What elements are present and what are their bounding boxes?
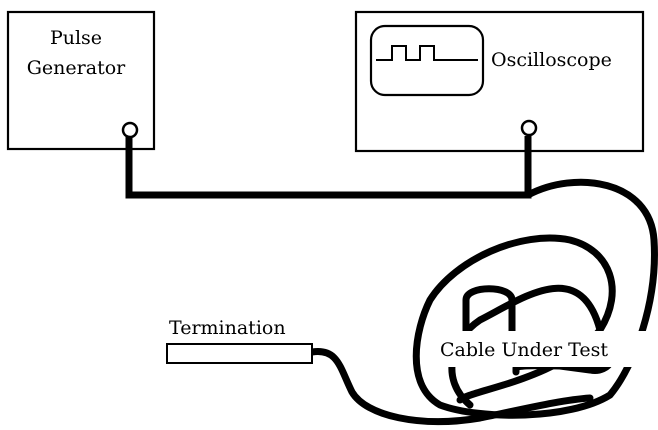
pulse-generator-label-line1: Pulse (50, 27, 102, 49)
cable-inner-loop (448, 284, 604, 409)
termination-resistor (166, 343, 313, 364)
cable-under-test-label: Cable Under Test (440, 339, 608, 361)
pulse-generator-output-connector (121, 121, 139, 139)
cable-label-backdrop (436, 331, 658, 367)
oscilloscope-input-connector (520, 119, 538, 137)
pulse-waveform-trace (376, 45, 478, 61)
pulse-generator: Pulse Generator (6, 10, 156, 151)
pulse-generator-label-line2: Generator (27, 57, 126, 79)
oscilloscope-label: Oscilloscope (491, 49, 612, 71)
cable-center-coil (462, 285, 516, 336)
cable-to-termination (308, 348, 594, 426)
termination: Termination (166, 317, 313, 364)
oscilloscope-screen (369, 24, 485, 97)
termination-label: Termination (169, 317, 286, 339)
cable-under-test (308, 178, 658, 426)
oscilloscope: Oscilloscope (354, 10, 645, 153)
cable-outer-loop (412, 178, 658, 419)
feed-cable (125, 136, 532, 199)
